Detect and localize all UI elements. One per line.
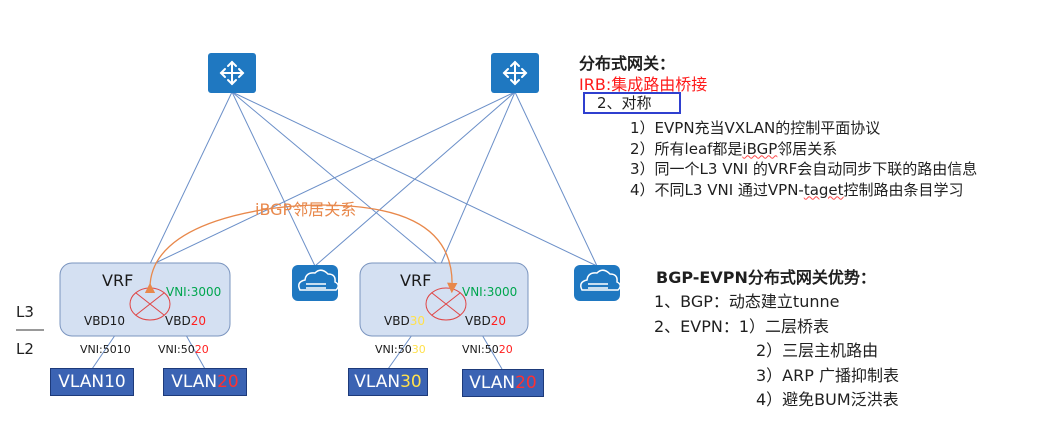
gateway-points: 1）EVPN充当VXLAN的控制平面协议 2）所有leaf都是iBGP邻居关系 … bbox=[630, 118, 977, 200]
border-device-left bbox=[292, 265, 339, 301]
vlan-suffix: 20 bbox=[217, 372, 239, 392]
vbd-prefix: VBD bbox=[384, 314, 410, 328]
point-3: 3）同一个L3 VNI 的VRF会自动同步下联的路由信息 bbox=[630, 160, 978, 178]
vni-suffix: 20 bbox=[194, 343, 209, 356]
vlan-suffix: 20 bbox=[515, 373, 537, 393]
leaf-left-l3vni: VNI:3000 bbox=[166, 285, 222, 299]
advantage-bgp: 1、BGP：动态建立tunne bbox=[654, 292, 840, 311]
leaf-left-vni-a: VNI:5010 bbox=[80, 343, 131, 356]
ibgp-session-arc bbox=[144, 204, 458, 294]
vlan-box-10: VLAN10 bbox=[50, 368, 134, 396]
vlan-prefix: VLAN bbox=[469, 373, 516, 393]
gateway-notes-title: 分布式网关： bbox=[579, 54, 676, 73]
link-spine2-leaf1 bbox=[148, 91, 516, 267]
vlan-suffix: 30 bbox=[400, 372, 422, 392]
layer-l2-label: L2 bbox=[16, 340, 34, 358]
link-spine1-leaf1 bbox=[148, 91, 233, 267]
leaf-right-vni-b: VNI:5020 bbox=[462, 343, 513, 356]
leaf-left-vbd-b: VBD20 bbox=[165, 314, 206, 328]
point-4-taget: taget bbox=[803, 180, 844, 199]
vlan-box-30: VLAN30 bbox=[348, 368, 428, 396]
symmetric-label: 2、对称 bbox=[583, 92, 681, 114]
advantage-evpn: 2、EVPN：1）二层桥表 bbox=[654, 316, 830, 336]
vlan-prefix: VLAN bbox=[354, 372, 401, 392]
spine-router-left bbox=[208, 53, 256, 93]
ibgp-label: iBGP邻居关系 bbox=[255, 200, 357, 219]
link-spine1-leaf2 bbox=[231, 91, 441, 267]
point-1: 1）EVPN充当VXLAN的控制平面协议 bbox=[630, 119, 881, 137]
advantage-evpn-3: 3）ARP 广播抑制表 bbox=[756, 365, 899, 385]
link-spine2-border2 bbox=[514, 91, 598, 267]
point-4-prefix: 4）不同L3 VNI 通过VPN- bbox=[630, 180, 804, 199]
advantages-list: 1、BGP：动态建立tunne 2、EVPN：1）二层桥表 2）三层主机路由 3… bbox=[654, 290, 899, 413]
vbd-prefix: VBD bbox=[165, 314, 191, 328]
leaf-right-vbd-a: VBD30 bbox=[384, 314, 425, 328]
vni-prefix: VNI:50 bbox=[158, 343, 195, 356]
vni-suffix: 30 bbox=[411, 343, 426, 356]
point-2-suffix: 邻居关系 bbox=[777, 139, 838, 158]
vni-prefix: VNI:50 bbox=[375, 343, 412, 356]
link-spine2-border1 bbox=[314, 91, 516, 267]
vlan-label: VLAN10 bbox=[58, 372, 126, 392]
border-device-right bbox=[574, 265, 621, 301]
advantage-evpn-2: 2）三层主机路由 bbox=[756, 341, 879, 360]
cloud-switch-icon bbox=[574, 265, 620, 301]
layer-l3-label: L3 bbox=[16, 303, 34, 321]
point-2-ibgp: iBGP bbox=[742, 139, 778, 158]
vbd-prefix: VBD bbox=[465, 314, 491, 328]
leaf-left-vrf: VRF bbox=[102, 271, 134, 290]
point-2: 2）所有leaf都是iBGP邻居关系 bbox=[630, 139, 977, 160]
vni-suffix: 20 bbox=[498, 343, 513, 356]
point-4: 4）不同L3 VNI 通过VPN-taget控制路由条目学习 bbox=[630, 180, 977, 201]
spine-router-right bbox=[491, 53, 539, 93]
irb-label: IRB:集成路由桥接 bbox=[579, 75, 708, 94]
point-2-prefix: 2）所有leaf都是 bbox=[630, 139, 743, 158]
vbd-suffix: 20 bbox=[190, 314, 206, 328]
leaf-right-l3vni: VNI:3000 bbox=[462, 285, 518, 299]
leaf-right-vni-a: VNI:5030 bbox=[375, 343, 426, 356]
link-spine2-leaf2 bbox=[439, 91, 516, 267]
vlan-prefix: VLAN bbox=[171, 372, 218, 392]
leaf-right-vrf: VRF bbox=[400, 271, 432, 290]
underlay-links bbox=[148, 91, 598, 267]
vni-prefix: VNI:50 bbox=[462, 343, 499, 356]
leaf-left-vbd-a: VBD10 bbox=[84, 314, 125, 328]
advantages-title: BGP-EVPN分布式网关优势： bbox=[656, 268, 876, 287]
vbd-suffix: 30 bbox=[409, 314, 425, 328]
leaf-box-right bbox=[359, 262, 529, 337]
vlan-box-right-20: VLAN20 bbox=[462, 369, 544, 397]
leaf-left-vni-b: VNI:5020 bbox=[158, 343, 209, 356]
vlan-box-left-20: VLAN20 bbox=[163, 368, 247, 396]
link-spine1-border1 bbox=[231, 91, 316, 267]
vbd-suffix: 20 bbox=[490, 314, 506, 328]
advantage-evpn-4: 4）避免BUM泛洪表 bbox=[756, 390, 899, 409]
leaf-right-vbd-b: VBD20 bbox=[465, 314, 506, 328]
point-4-suffix: 控制路由条目学习 bbox=[843, 180, 964, 199]
